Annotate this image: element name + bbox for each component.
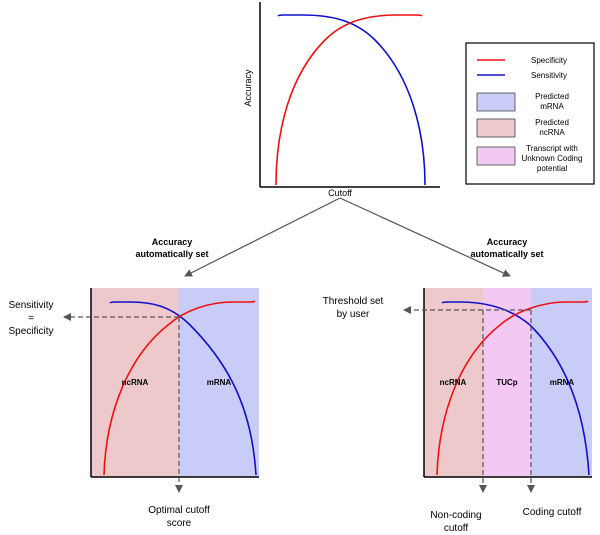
right-side-label-line1: Threshold set <box>323 296 384 307</box>
legend-tucp-swatch <box>476 146 516 166</box>
left-side-label-line1: Sensitivity <box>8 300 53 311</box>
right-caption-line2: automatically set <box>470 249 543 259</box>
left-panel: ncRNA mRNA <box>63 288 259 493</box>
arrow-to-left-panel <box>184 197 341 277</box>
legend-sensitivity-label: Sensitivity <box>531 71 567 80</box>
left-side-label-line2: = <box>28 313 34 324</box>
left-bottom-label-line1: Optimal cutoff <box>148 505 210 516</box>
right-mrna-label: mRNA <box>550 378 575 387</box>
top-sensitivity-curve <box>277 14 426 186</box>
left-specificity-curve <box>103 300 256 476</box>
top-chart-ylabel: Accuracy <box>243 69 253 107</box>
legend-tucp-line3: potential <box>537 164 567 173</box>
left-sensitivity-curve <box>109 301 257 476</box>
legend-mrna-line1: Predicted <box>535 92 569 101</box>
right-panel: ncRNA TUCp mRNA <box>403 288 592 493</box>
right-caption-line1: Accuracy <box>487 237 528 247</box>
legend-ncrna-line2: ncRNA <box>539 128 565 137</box>
arrow-to-right-panel <box>339 197 511 277</box>
right-ncrna-region <box>424 288 483 477</box>
legend-ncrna-swatch <box>476 118 516 138</box>
right-specificity-curve <box>436 300 589 476</box>
legend: Specificity Sensitivity Predicted mRNA P… <box>465 42 595 185</box>
left-caption-line1: Accuracy <box>152 237 193 247</box>
legend-box <box>465 42 595 185</box>
legend-mrna-swatch <box>476 92 516 112</box>
legend-tucp-line2: Unknown Coding <box>522 154 583 163</box>
legend-tucp-line1: Transcript with <box>526 144 578 153</box>
right-ncrna-label: ncRNA <box>440 378 467 387</box>
top-chart: Accuracy Cutoff <box>243 2 440 198</box>
right-mrna-region <box>531 288 592 477</box>
left-mrna-label: mRNA <box>207 378 232 387</box>
top-specificity-curve <box>275 14 423 186</box>
right-sensitivity-curve <box>441 301 590 476</box>
legend-specificity-label: Specificity <box>531 56 567 65</box>
right-noncoding-label-line2: cutoff <box>444 523 468 534</box>
legend-mrna-line2: mRNA <box>540 102 564 111</box>
left-caption-line2: automatically set <box>135 249 208 259</box>
left-bottom-label-line2: score <box>167 518 192 529</box>
left-ncrna-label: ncRNA <box>122 378 149 387</box>
right-coding-label: Coding cutoff <box>523 507 582 518</box>
left-mrna-region <box>179 288 259 477</box>
right-tucp-label: TUCp <box>496 378 517 387</box>
top-chart-xlabel: Cutoff <box>328 188 352 198</box>
right-noncoding-label-line1: Non-coding <box>430 510 481 521</box>
left-side-label-line3: Specificity <box>8 326 53 337</box>
legend-ncrna-line1: Predicted <box>535 118 569 127</box>
right-side-label-line2: by user <box>337 309 370 320</box>
